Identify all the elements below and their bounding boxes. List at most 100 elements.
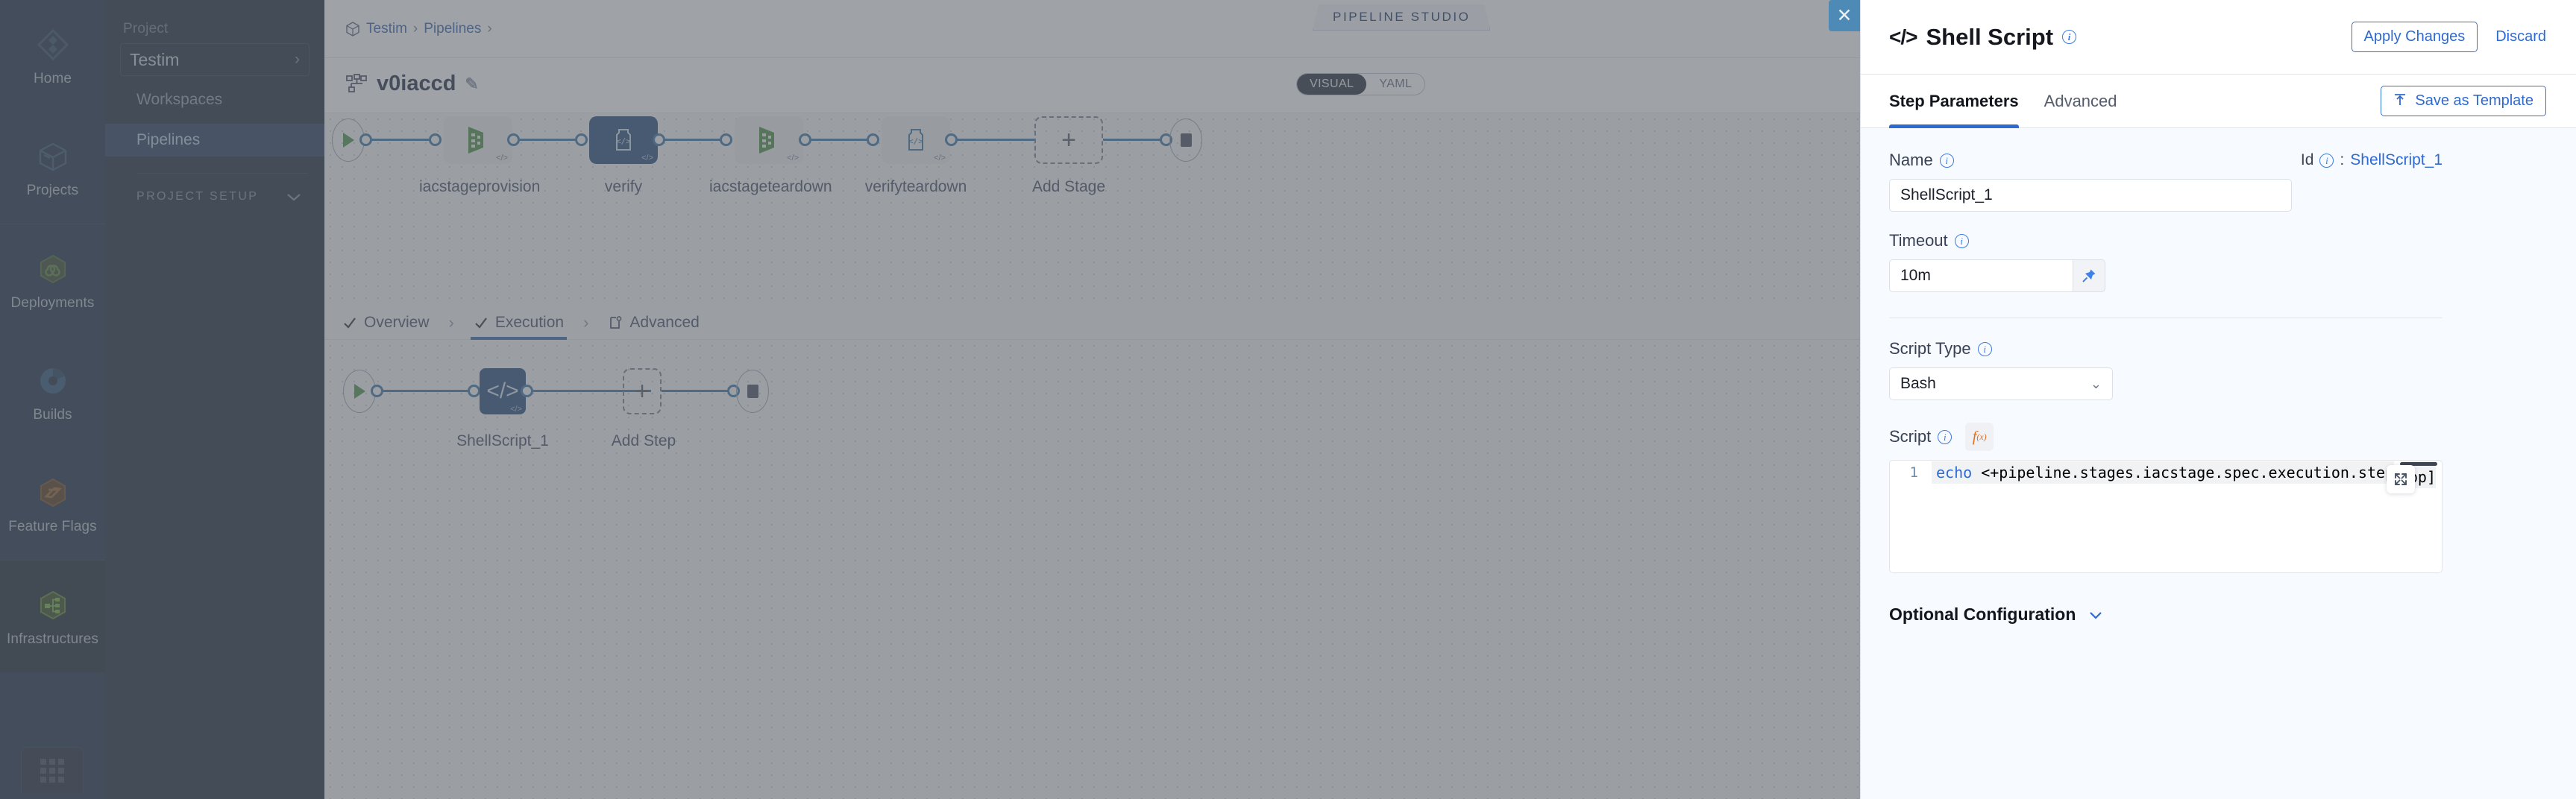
info-icon[interactable]: i	[2319, 153, 2334, 168]
pipeline-canvas[interactable]: </> </> </>	[324, 113, 1860, 799]
svg-text:</>: </>	[616, 136, 631, 146]
tab-step-parameters[interactable]: Step Parameters	[1889, 75, 2019, 128]
expand-editor-button[interactable]	[2387, 465, 2415, 493]
pipeline-nodes-icon	[346, 73, 367, 92]
script-editor[interactable]: 1 echo <+pipeline.stages.iacstage.spec.e…	[1889, 460, 2443, 573]
tab-label: Execution	[494, 313, 565, 331]
stage-label: verifyteardown	[864, 178, 967, 195]
connector-dot	[720, 133, 732, 146]
drawer-title: Shell Script	[1926, 23, 2054, 50]
save-as-template-button[interactable]: Save as Template	[2380, 86, 2546, 116]
id-label: Id	[2300, 151, 2314, 168]
pipeline-studio-main: Testim › Pipelines › PIPELINE STUDIO	[324, 0, 1860, 799]
nodes-hex-icon	[40, 590, 66, 619]
name-label-text: Name	[1889, 151, 1933, 169]
tab-overview[interactable]: Overview	[339, 306, 433, 340]
save-template-label: Save as Template	[2415, 92, 2533, 109]
stage-node-iacstageprovision[interactable]: </>	[444, 116, 512, 164]
info-icon[interactable]: i	[1938, 429, 1953, 444]
stage-type-mini-icon: </>	[934, 154, 946, 162]
breadcrumb-sep: ›	[412, 21, 418, 37]
chevron-down-icon	[287, 194, 301, 201]
sidebar-item-deployments[interactable]: Deployments	[0, 224, 105, 336]
connector-dot	[867, 133, 879, 146]
stage-node-verify[interactable]: </> </>	[589, 116, 658, 164]
apply-changes-button[interactable]: Apply Changes	[2351, 22, 2478, 52]
script-type-select[interactable]: Bash ⌄	[1889, 367, 2113, 400]
breadcrumb: Testim › Pipelines ›	[345, 21, 492, 37]
editor-horizontal-scrollbar[interactable]	[2400, 462, 2437, 466]
toggle-visual[interactable]: VISUAL	[1297, 74, 1367, 95]
connector-dot	[429, 133, 442, 146]
script-type-label: Script Type i	[1889, 339, 2548, 359]
stage-node-verifyteardown[interactable]: </> </>	[882, 116, 950, 164]
drawer-title-group: </> Shell Script i	[1889, 23, 2077, 51]
sidebar-item-projects[interactable]: Projects	[0, 112, 105, 224]
script-label-text: Script	[1889, 427, 1932, 446]
tab-advanced[interactable]: Advanced	[2043, 91, 2117, 110]
stage-node-iacstageteardown[interactable]: </>	[735, 116, 803, 164]
check-icon	[475, 317, 487, 329]
sidebar-item-infrastructures[interactable]: Infrastructures	[0, 560, 105, 672]
svg-text:</>: </>	[908, 136, 923, 146]
top-bar: Testim › Pipelines › PIPELINE STUDIO	[324, 0, 1860, 58]
info-icon[interactable]: i	[1977, 341, 1992, 356]
sidebar-item-builds[interactable]: Builds	[0, 336, 105, 448]
sidebar-item-home[interactable]: Home	[0, 0, 105, 112]
stage-type-mini-icon: </>	[641, 154, 653, 162]
discard-button[interactable]: Discard	[2495, 28, 2546, 45]
close-drawer-button[interactable]: ✕	[1829, 0, 1860, 31]
page-title: v0iaccd ✎	[345, 72, 479, 96]
tab-advanced[interactable]: Advanced	[605, 306, 702, 340]
code-keyword: echo	[1936, 464, 1973, 481]
expression-fx-button[interactable]: f(x)	[1965, 423, 1994, 451]
info-icon[interactable]: i	[1954, 233, 1969, 248]
sidebar-item-feature-flags[interactable]: Feature Flags	[0, 448, 105, 560]
breadcrumb-project-link[interactable]: Testim	[366, 21, 407, 37]
connector-line	[810, 139, 870, 141]
pipeline-studio-badge: PIPELINE STUDIO	[1313, 4, 1490, 31]
tab-execution[interactable]: Execution	[470, 306, 568, 340]
connector-line	[1103, 139, 1163, 141]
project-cube-icon	[346, 22, 359, 37]
project-setup-label: PROJECT SETUP	[136, 190, 259, 203]
connector-line	[518, 139, 578, 141]
flag-hex-icon	[40, 478, 66, 507]
pipeline-header: v0iaccd ✎ VISUAL YAML	[324, 58, 1860, 113]
connector-line	[664, 139, 723, 141]
info-icon[interactable]: i	[1939, 153, 1954, 168]
script-type-label-text: Script Type	[1889, 339, 1971, 358]
sidebar-item-pipelines[interactable]: Pipelines	[105, 124, 324, 157]
sidebar-item-workspaces[interactable]: Workspaces	[105, 83, 324, 116]
breadcrumb-pipelines-link[interactable]: Pipelines	[424, 21, 482, 37]
optional-configuration-section[interactable]: Optional Configuration	[1889, 604, 2548, 625]
project-selector[interactable]: Testim ›	[120, 43, 310, 76]
editor-line: 1 echo <+pipeline.stages.iacstage.spec.e…	[1890, 461, 2442, 484]
stage-graph: </> </> </>	[324, 113, 1860, 270]
timeout-label-text: Timeout	[1889, 231, 1948, 250]
name-input[interactable]: ShellScript_1	[1889, 179, 2292, 212]
timeout-input[interactable]: 10m	[1889, 259, 2073, 292]
step-node-shellscript-1[interactable]: </> </>	[480, 368, 526, 414]
stop-icon	[1180, 133, 1192, 147]
add-step-button[interactable]: +	[623, 368, 662, 414]
toggle-yaml[interactable]: YAML	[1379, 78, 1413, 90]
info-icon[interactable]: i	[2062, 30, 2077, 44]
drawer-body: Name i Id i : ShellScript_1 ShellScript_…	[1861, 128, 2576, 799]
add-stage-button[interactable]: +	[1034, 116, 1103, 164]
nav-item-label: Workspaces	[136, 91, 223, 108]
step-label: ShellScript_1	[456, 432, 549, 449]
sidebar-item-label: Infrastructures	[7, 631, 98, 647]
stage-label: verify	[604, 178, 643, 195]
pin-timeout-button[interactable]	[2073, 259, 2105, 292]
view-mode-toggle[interactable]: VISUAL YAML	[1296, 73, 1426, 95]
step-type-mini-icon: </>	[510, 405, 522, 414]
name-field-label: Name i	[1889, 151, 1954, 170]
project-setup-section[interactable]: PROJECT SETUP	[105, 174, 324, 203]
pencil-icon[interactable]: ✎	[465, 74, 479, 93]
close-icon: ✕	[1836, 5, 1853, 26]
apps-grid-button[interactable]	[21, 747, 84, 793]
timeout-field-group: 10m	[1889, 259, 2105, 292]
play-icon	[354, 384, 365, 399]
